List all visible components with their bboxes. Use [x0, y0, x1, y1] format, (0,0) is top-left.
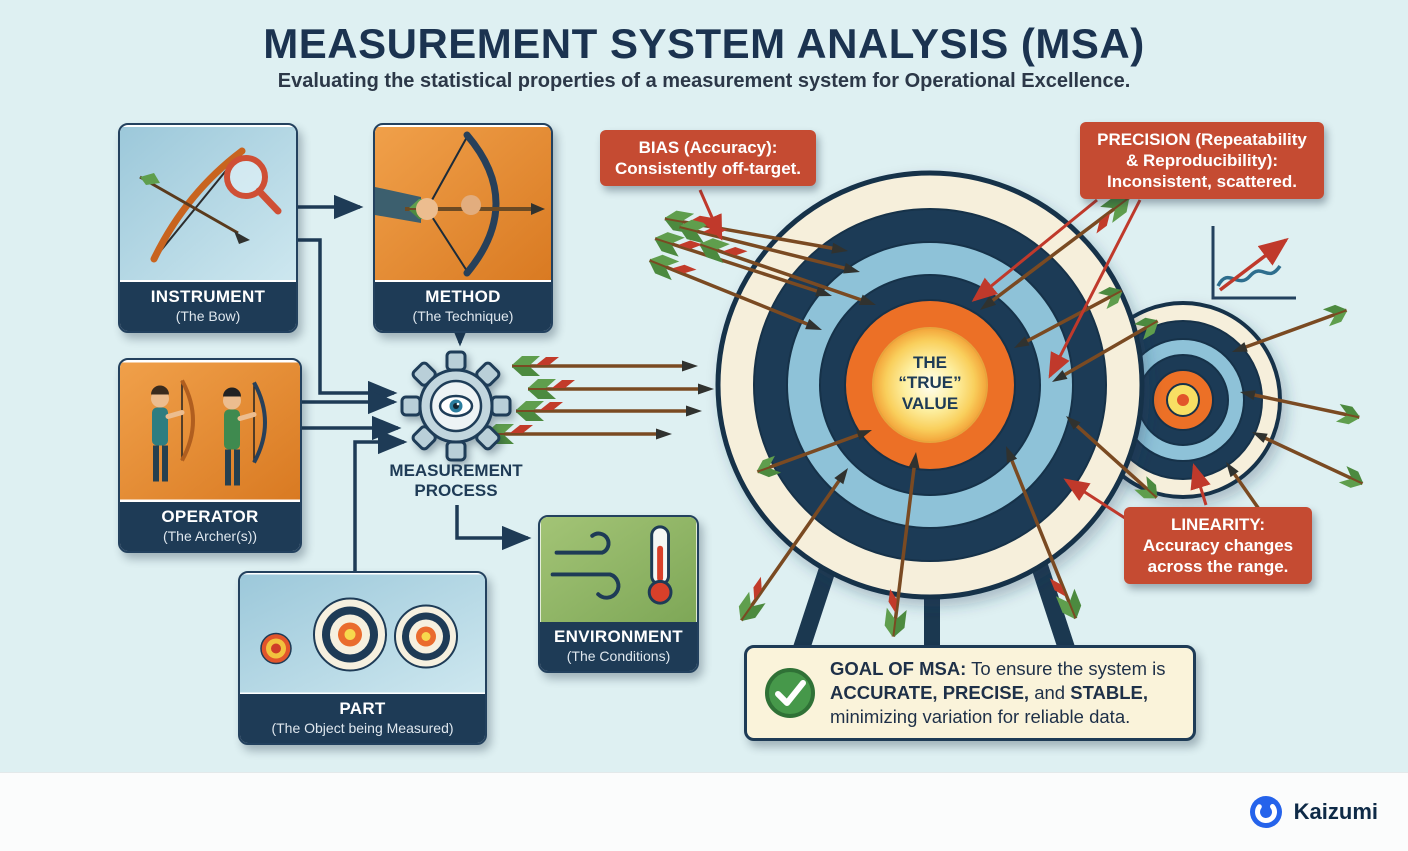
footer-bar: Kaizumi — [0, 772, 1408, 851]
bias-arrow-cluster — [644, 207, 882, 342]
part-label-band: PART (The Object being Measured) — [240, 694, 485, 743]
factor-sublabel: (The Object being Measured) — [271, 720, 454, 736]
factor-box-operator: OPERATOR (The Archer(s)) — [118, 358, 302, 553]
factor-box-part: PART (The Object being Measured) — [238, 571, 487, 745]
factor-label: METHOD — [425, 287, 501, 306]
factor-label: OPERATOR — [161, 507, 259, 526]
goal-text: GOAL OF MSA: To ensure the system is ACC… — [830, 658, 1166, 727]
gear-eye-icon — [400, 350, 512, 462]
measurement-process-gear — [398, 348, 514, 464]
page-subtitle: Evaluating the statistical properties of… — [277, 70, 1131, 92]
goal-of-msa-box: GOAL OF MSA: To ensure the system is ACC… — [744, 645, 1196, 741]
bow-and-magnifier-icon — [120, 127, 296, 280]
factor-box-method: METHOD (The Technique) — [373, 123, 553, 333]
factor-sublabel: (The Conditions) — [566, 648, 671, 664]
wind-and-thermometer-icon — [540, 517, 697, 622]
trend-chart-icon — [1211, 226, 1296, 300]
archers-icon — [120, 362, 300, 500]
true-value-label: THE “TRUE” VALUE — [898, 353, 962, 413]
brand-name: Kaizumi — [1293, 799, 1378, 824]
factor-sublabel: (The Archer(s)) — [162, 528, 258, 544]
page-title: MEASUREMENT SYSTEM ANALYSIS (MSA) — [263, 20, 1145, 67]
factor-sublabel: (The Bow) — [175, 308, 241, 324]
linearity-callout: LINEARITY: Accuracy changes across the r… — [1124, 507, 1312, 585]
targets-icon — [240, 574, 485, 693]
method-illustration — [375, 125, 551, 282]
measurement-process-label: MEASUREMENT PROCESS — [389, 461, 523, 501]
factor-box-environment: ENVIRONMENT (The Conditions) — [538, 515, 699, 673]
environment-label-band: ENVIRONMENT (The Conditions) — [540, 622, 697, 671]
precision-callout: PRECISION (Repeatability & Reproducibili… — [1080, 122, 1324, 200]
checkmark-icon — [765, 668, 815, 718]
part-illustration — [240, 573, 485, 694]
instrument-label-band: INSTRUMENT (The Bow) — [120, 282, 296, 331]
factor-label: ENVIRONMENT — [554, 627, 683, 646]
small-target — [1084, 301, 1282, 499]
factor-label: INSTRUMENT — [150, 287, 266, 306]
method-label-band: METHOD (The Technique) — [375, 282, 551, 331]
instrument-illustration — [120, 125, 296, 282]
factor-box-instrument: INSTRUMENT (The Bow) — [118, 123, 298, 333]
factor-label: PART — [339, 699, 386, 718]
flying-arrows — [484, 354, 716, 446]
environment-illustration — [540, 517, 697, 622]
operator-illustration — [120, 360, 300, 502]
bias-callout: BIAS (Accuracy): Consistently off-target… — [600, 130, 816, 187]
operator-label-band: OPERATOR (The Archer(s)) — [120, 502, 300, 551]
drawing-bow-icon — [375, 127, 551, 280]
factor-sublabel: (The Technique) — [412, 308, 514, 324]
kaizumi-logo-icon — [1249, 796, 1282, 828]
